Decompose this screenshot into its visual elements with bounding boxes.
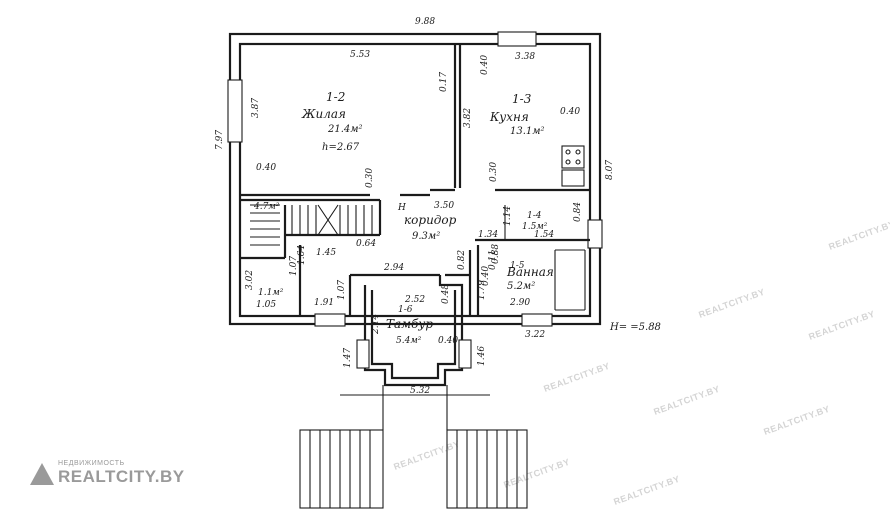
windows (227, 31, 603, 327)
watermark-tile: REALTCITY.BY (652, 384, 721, 417)
vest-depth-label: 2.14 (371, 314, 381, 335)
closet-depth-label: 3.02 (245, 270, 255, 290)
house-logo-icon (30, 462, 54, 485)
vest-area: 5.4м² (396, 336, 422, 346)
bath-depth-label: 1.79 (477, 280, 487, 300)
window-bath (521, 313, 553, 327)
kitchen-depth-label: 3.82 (463, 108, 473, 128)
living-wall-label: 0.40 (256, 163, 276, 173)
bath-name: Ванная (506, 265, 554, 279)
outer-walls (228, 32, 602, 326)
corridor-left-label: 1.34 (478, 230, 498, 240)
watermark-tile: REALTCITY.BY (542, 361, 611, 394)
overall-width-label: 9.88 (415, 17, 435, 27)
watermark-tile: REALTCITY.BY (502, 457, 571, 490)
vest-door-label: 0.40 (438, 336, 458, 346)
porch-width-label: 5.32 (410, 386, 430, 396)
watermark-tile: REALTCITY.BY (612, 474, 681, 507)
vest-width-label: 2.52 (404, 295, 425, 305)
overall-depth-left-label: 7.97 (215, 130, 225, 150)
room-bathroom: 1-5 Ванная 5.2м² 0.88 0.40 0.11 1.79 2.9… (477, 244, 554, 340)
room-wc: 1-4 1.5м² 1.54 0.84 (522, 202, 583, 240)
logo-small-text: НЕДВИЖИМОСТЬ (58, 460, 125, 467)
hall-length-label: 1.91 (314, 298, 334, 308)
bath-left-label: 0.40 (481, 266, 491, 286)
bath-id: 1-5 (510, 261, 525, 271)
closet-width-label: 1.05 (256, 300, 276, 310)
living-height: h=2.67 (322, 142, 360, 153)
closet-area-label: 1.1м² (258, 288, 284, 298)
bath-wall-label: 0.88 (491, 244, 501, 264)
watermark-tile: REALTCITY.BY (827, 219, 890, 252)
living-area: 21.4м² (327, 124, 363, 135)
corridor-right-label: 1.14 (503, 206, 513, 226)
kitchen-wall-right-label: 0.40 (560, 107, 580, 117)
window-wc (587, 219, 603, 249)
right-bottom-label: 3.22 (525, 330, 545, 340)
porch-right-label: 1.46 (477, 346, 487, 366)
living-name: Жилая (301, 107, 346, 121)
stair-b-label: 1.45 (316, 248, 336, 258)
corridor-width-label: 3.50 (434, 201, 454, 211)
vest-door-b-label: 0.48 (441, 284, 451, 304)
vestibule (356, 275, 472, 387)
stair-area-label: 4.7м² (253, 202, 280, 212)
interior-walls (240, 44, 590, 316)
corridor-area: 9.3м² (412, 231, 440, 242)
overall-depth-right-label: 8.07 (605, 160, 615, 180)
logo-big-text: REALTCITY.BY (58, 467, 185, 486)
overall-dimensions: 9.88 7.97 8.07 H= =5.88 (215, 17, 661, 333)
bath-width-label: 2.90 (509, 298, 530, 308)
watermark-tile: REALTCITY.BY (392, 439, 461, 472)
wc-id: 1-4 (527, 211, 542, 221)
hall-door-label: 1.07 (337, 280, 347, 300)
watermark-tile: REALTCITY.BY (762, 404, 831, 437)
ceiling-note: H= =5.88 (609, 322, 661, 333)
vest-id: 1-6 (398, 305, 413, 315)
room-kitchen: 3.38 0.40 0.40 3.82 0.30 1-3 Кухня 13.1м… (463, 52, 580, 182)
vest-top-label: 2.94 (383, 263, 404, 273)
living-partition-label: 0.17 (439, 72, 449, 92)
watermark-tile: REALTCITY.BY (807, 309, 876, 342)
room-corridor: H 3.50 коридор 9.3м² 1.34 1.14 (397, 201, 513, 242)
porch (299, 385, 528, 509)
wc-area: 1.5м² (522, 222, 548, 232)
living-id: 1-2 (326, 90, 345, 104)
stair-a-label: 1.64 (297, 245, 307, 265)
living-door-label: 0.30 (365, 168, 375, 188)
vest-name: Тамбур (386, 317, 433, 331)
stairs (250, 204, 373, 246)
window-kitchen (497, 31, 537, 47)
kitchen-fixtures (561, 145, 585, 187)
corridor-marker: H (397, 203, 406, 213)
window-hall (314, 313, 346, 327)
corridor-name: коридор (404, 213, 457, 227)
kitchen-wall-top-label: 0.40 (480, 55, 490, 75)
stair-c-label: 0.64 (356, 239, 376, 249)
room-living: 5.53 3.87 0.40 0.17 0.30 1-2 Жилая 21.4м… (251, 50, 449, 188)
kitchen-area: 13.1м² (510, 126, 545, 137)
bath-partition-label: 0.11 (488, 250, 498, 270)
vest-right-label: 0.82 (457, 250, 467, 270)
kitchen-id: 1-3 (512, 92, 532, 106)
living-depth-label: 3.87 (251, 98, 261, 118)
kitchen-name: Кухня (489, 110, 529, 124)
realtcity-logo: НЕДВИЖИМОСТЬ REALTCITY.BY (30, 460, 185, 487)
window-living (227, 79, 243, 143)
watermark-tile: REALTCITY.BY (697, 287, 766, 320)
kitchen-width-label: 3.38 (515, 52, 535, 62)
room-vestibule: 2.94 0.82 2.52 0.48 2.14 1-6 Тамбур 5.4м… (343, 250, 487, 396)
stair-area: 4.7м² 1.64 1.45 0.64 3.02 1.1м² 1.05 1.0… (245, 202, 376, 310)
wc-width-label: 1.54 (534, 230, 554, 240)
bath-area: 5.2м² (507, 281, 535, 292)
closet-door-label: 1.07 (289, 256, 299, 276)
wc-depth-label: 0.84 (573, 202, 583, 222)
porch-left-label: 1.47 (343, 348, 353, 368)
kitchen-door-label: 0.30 (489, 162, 499, 182)
living-width-label: 5.53 (350, 50, 370, 60)
